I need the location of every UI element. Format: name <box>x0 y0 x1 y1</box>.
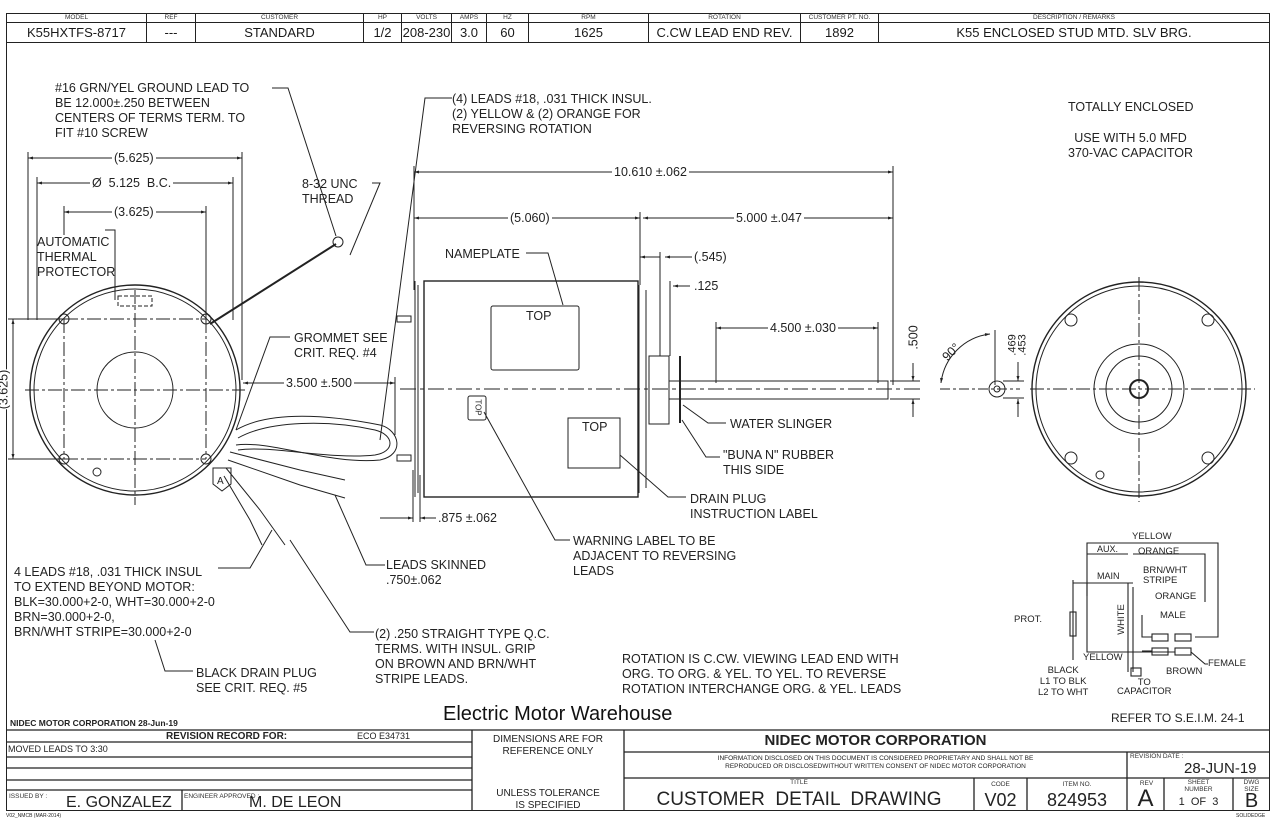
note-black-drain-plug: BLACK DRAIN PLUG SEE CRIT. REQ. #5 <box>196 666 317 695</box>
drain-label-top-label: TOP <box>582 420 608 434</box>
engineer-label: ENGINEER APPROVED : <box>184 793 260 800</box>
customer-pt-no-cell: CUSTOMER PT. NO.1892 <box>801 14 879 42</box>
dims-reference-note: DIMENSIONS ARE FOR REFERENCE ONLY <box>492 734 603 757</box>
sheet-label: SHEET NUMBER <box>1184 779 1213 793</box>
dwg-size: B <box>1244 790 1259 812</box>
motor-side-view <box>396 280 920 498</box>
note-four-leads: 4 LEADS #18, .031 THICK INSUL TO EXTEND … <box>14 565 215 639</box>
dwg-size-label: DWG SIZE <box>1243 779 1260 793</box>
dim-shaft-extension: 5.000 ±.047 <box>734 211 804 226</box>
revision-date: 28-JUN-19 <box>1184 760 1257 777</box>
note-ground-lead: #16 GRN/YEL GROUND LEAD TO BE 12.000±.25… <box>55 81 250 140</box>
issued-by-name: E. GONZALEZ <box>66 794 172 811</box>
tolerance-note: UNLESS TOLERANCE IS SPECIFIED <box>496 788 600 811</box>
sheet-number: 1 OF 3 <box>1178 796 1219 808</box>
dim-bolt-circle: Ø 5.125 B.C. <box>90 176 174 191</box>
wire-black: BLACK L1 TO BLK L2 TO WHT <box>1038 665 1089 698</box>
engineer-name: M. DE LEON <box>249 794 342 811</box>
rev-label: REV <box>1139 780 1154 787</box>
item-number: 824953 <box>1046 790 1108 810</box>
warning-label-top: TOP <box>473 399 483 416</box>
issued-by-label: ISSUED BY : <box>9 793 48 800</box>
wire-main: MAIN <box>1097 571 1120 581</box>
note-rotation: ROTATION IS C.CW. VIEWING LEAD END WITH … <box>622 652 902 696</box>
note-totally-enclosed: TOTALLY ENCLOSED <box>1068 100 1194 114</box>
revision-date-label: REVISION DATE : <box>1130 753 1184 760</box>
wire-orange-2: ORANGE <box>1155 591 1197 602</box>
note-leads-reversing: (4) LEADS #18, .031 THICK INSUL. (2) YEL… <box>452 92 652 136</box>
refer-seim: REFER TO S.E.I.M. 24-1 <box>1111 711 1245 725</box>
wire-yellow-2: YELLOW <box>1083 652 1123 663</box>
dim-545: (.545) <box>694 250 727 264</box>
rev-value: A <box>1137 785 1154 812</box>
note-nameplate: NAMEPLATE <box>445 247 520 261</box>
dim-3625-vertical: (3.625) <box>0 369 12 410</box>
drawing-title: CUSTOMER DETAIL DRAWING <box>656 789 942 810</box>
wire-orange: ORANGE <box>1138 546 1180 557</box>
drawing-frame <box>6 42 1270 811</box>
company-name: NIDEC MOTOR CORPORATION <box>764 732 987 749</box>
ref-cell: REF--- <box>147 14 196 42</box>
lead-wires <box>223 415 398 546</box>
confidential-notice: INFORMATION DISCLOSED ON THIS DOCUMENT I… <box>717 755 1034 770</box>
note-qc-terms: (2) .250 STRAIGHT TYPE Q.C. TERMS. WITH … <box>375 627 550 686</box>
rev-badge-shape <box>212 467 232 492</box>
wire-brown: BROWN <box>1166 666 1203 677</box>
wire-female: FEMALE <box>1208 658 1247 669</box>
nameplate-top-label: TOP <box>526 309 552 323</box>
note-thermal-protector: AUTOMATIC THERMAL PROTECTOR <box>37 235 116 279</box>
dim-flat-length: 4.500 ±.030 <box>768 321 838 336</box>
dim-3625: (3.625) <box>112 205 156 220</box>
code-label: CODE <box>991 781 1010 788</box>
watermark: Electric Motor Warehouse <box>443 703 673 725</box>
company-date: NIDEC MOTOR CORPORATION 28-Jun-19 <box>10 718 178 728</box>
wire-yellow: YELLOW <box>1132 531 1172 542</box>
note-warning-label: WARNING LABEL TO BE ADJACENT TO REVERSIN… <box>573 534 737 578</box>
code-value: V02 <box>984 790 1017 810</box>
item-label: ITEM NO. <box>1062 781 1092 788</box>
note-leads-skinned: LEADS SKINNED .750±.062 <box>386 558 487 587</box>
note-capacitor: USE WITH 5.0 MFD 370-VAC CAPACITOR <box>1068 131 1194 160</box>
dim-overall-length: 10.610 ±.062 <box>612 165 689 180</box>
wire-white: WHITE <box>1115 604 1127 635</box>
title-label: TITLE <box>790 779 808 786</box>
dim-lead-length: 3.500 ±.500 <box>284 376 354 391</box>
solidedge-mark: SOLIDEDGE <box>1236 813 1266 819</box>
revision-note: MOVED LEADS TO 3:30 <box>8 744 108 754</box>
wire-male: MALE <box>1160 610 1186 621</box>
note-grommet: GROMMET SEE CRIT. REQ. #4 <box>294 331 388 360</box>
rev-badge: A <box>217 476 224 487</box>
dim-500: .500 <box>906 325 921 350</box>
dim-shaft-diameter: .469 .453 <box>1006 334 1029 356</box>
shaft-end-view <box>1030 277 1255 502</box>
lead-end-view <box>25 284 245 505</box>
dim-5625: (5.625) <box>112 151 156 166</box>
form-id: V02_NMCB (MAR-2014) <box>6 813 62 819</box>
note-drain-plug-label: DRAIN PLUG INSTRUCTION LABEL <box>690 492 818 521</box>
note-thread: 8-32 UNC THREAD <box>302 177 358 206</box>
wire-brn-wht: BRN/WHT STRIPE <box>1143 565 1188 586</box>
eco-number: ECO E34731 <box>357 731 411 741</box>
wire-to-capacitor: TO CAPACITOR <box>1117 677 1172 697</box>
note-water-slinger: WATER SLINGER <box>730 417 833 431</box>
revision-record-label: REVISION RECORD FOR: <box>166 731 288 742</box>
wiring-diagram <box>1069 542 1219 677</box>
dim-body-length: (5.060) <box>508 211 552 226</box>
note-buna-rubber: "BUNA N" RUBBER THIS SIDE <box>723 448 834 477</box>
wire-aux: AUX. <box>1097 544 1119 554</box>
dim-stud: .875 ±.062 <box>438 511 497 525</box>
wire-prot: PROT. <box>1014 614 1042 625</box>
title-block-lines <box>6 729 1270 811</box>
dim-125: .125 <box>694 279 719 293</box>
